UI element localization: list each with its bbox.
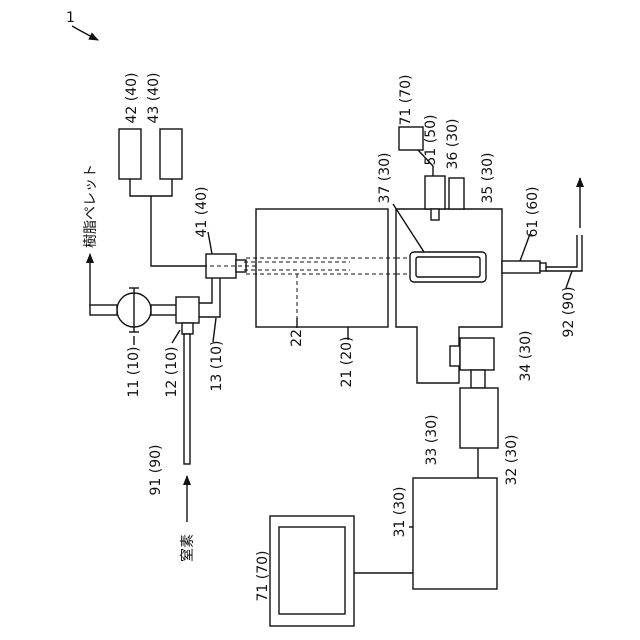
figure-number-leader (72, 26, 98, 40)
label-12: 12 (10) (164, 346, 180, 397)
label-35: 35 (30) (480, 152, 496, 203)
label-32: 32 (30) (504, 434, 520, 485)
label-91: 91 (90) (148, 444, 164, 495)
label-37: 37 (30) (377, 152, 393, 203)
component-33 (460, 388, 498, 448)
label-61: 61 (60) (525, 186, 541, 237)
leader-12 (172, 330, 180, 343)
label-42: 42 (40) (124, 72, 140, 123)
label-92: 92 (90) (561, 286, 577, 337)
hopper-merge-line (130, 179, 172, 196)
sensor-51-tip (431, 209, 439, 220)
component-34 (460, 338, 494, 370)
valve-12-box (176, 297, 199, 323)
monitor-71-screen (279, 527, 345, 614)
pipe-13 (199, 278, 212, 303)
label-31: 31 (30) (392, 486, 408, 537)
label-71-top: 71 (70) (398, 74, 414, 125)
hopper-43-box (160, 129, 182, 179)
controller-71-top (399, 127, 423, 150)
valve-12-base (182, 323, 193, 334)
exhaust-pipe-92 (546, 235, 577, 267)
valve-11-stem-right (151, 305, 178, 315)
window-37-inner (416, 257, 480, 277)
figure-number: 1 (66, 10, 75, 26)
label-34: 34 (30) (518, 330, 534, 381)
label-33: 33 (30) (424, 414, 440, 465)
outlet-pipe-61 (502, 261, 540, 273)
sensor-51 (425, 176, 445, 209)
extruder-21 (256, 209, 388, 327)
label-nitrogen: 窒素 (179, 534, 196, 562)
valve-11-stem-left (90, 305, 117, 315)
component-34-neck (471, 370, 485, 388)
label-51: 51 (50) (423, 114, 439, 165)
label-resin-pellet: 樹脂ペレット (83, 164, 99, 248)
label-36: 36 (30) (445, 118, 461, 169)
label-22: 22 (289, 329, 305, 347)
label-13: 13 (10) (209, 340, 225, 391)
sensor-36 (449, 178, 464, 209)
leader-13 (213, 318, 216, 342)
leader-92 (566, 271, 572, 288)
label-41: 41 (40) (194, 186, 210, 237)
label-21: 21 (20) (339, 336, 355, 387)
component-34-flange (450, 346, 460, 366)
hopper-42-box (119, 129, 141, 179)
label-43: 43 (40) (146, 72, 162, 123)
label-71-bottom: 71 (70) (255, 550, 271, 601)
nitrogen-pipe-91 (184, 334, 190, 464)
label-11: 11 (10) (126, 346, 142, 397)
outlet-end (540, 263, 546, 271)
pipe-13-inner (199, 278, 220, 317)
unit-31 (413, 478, 497, 589)
